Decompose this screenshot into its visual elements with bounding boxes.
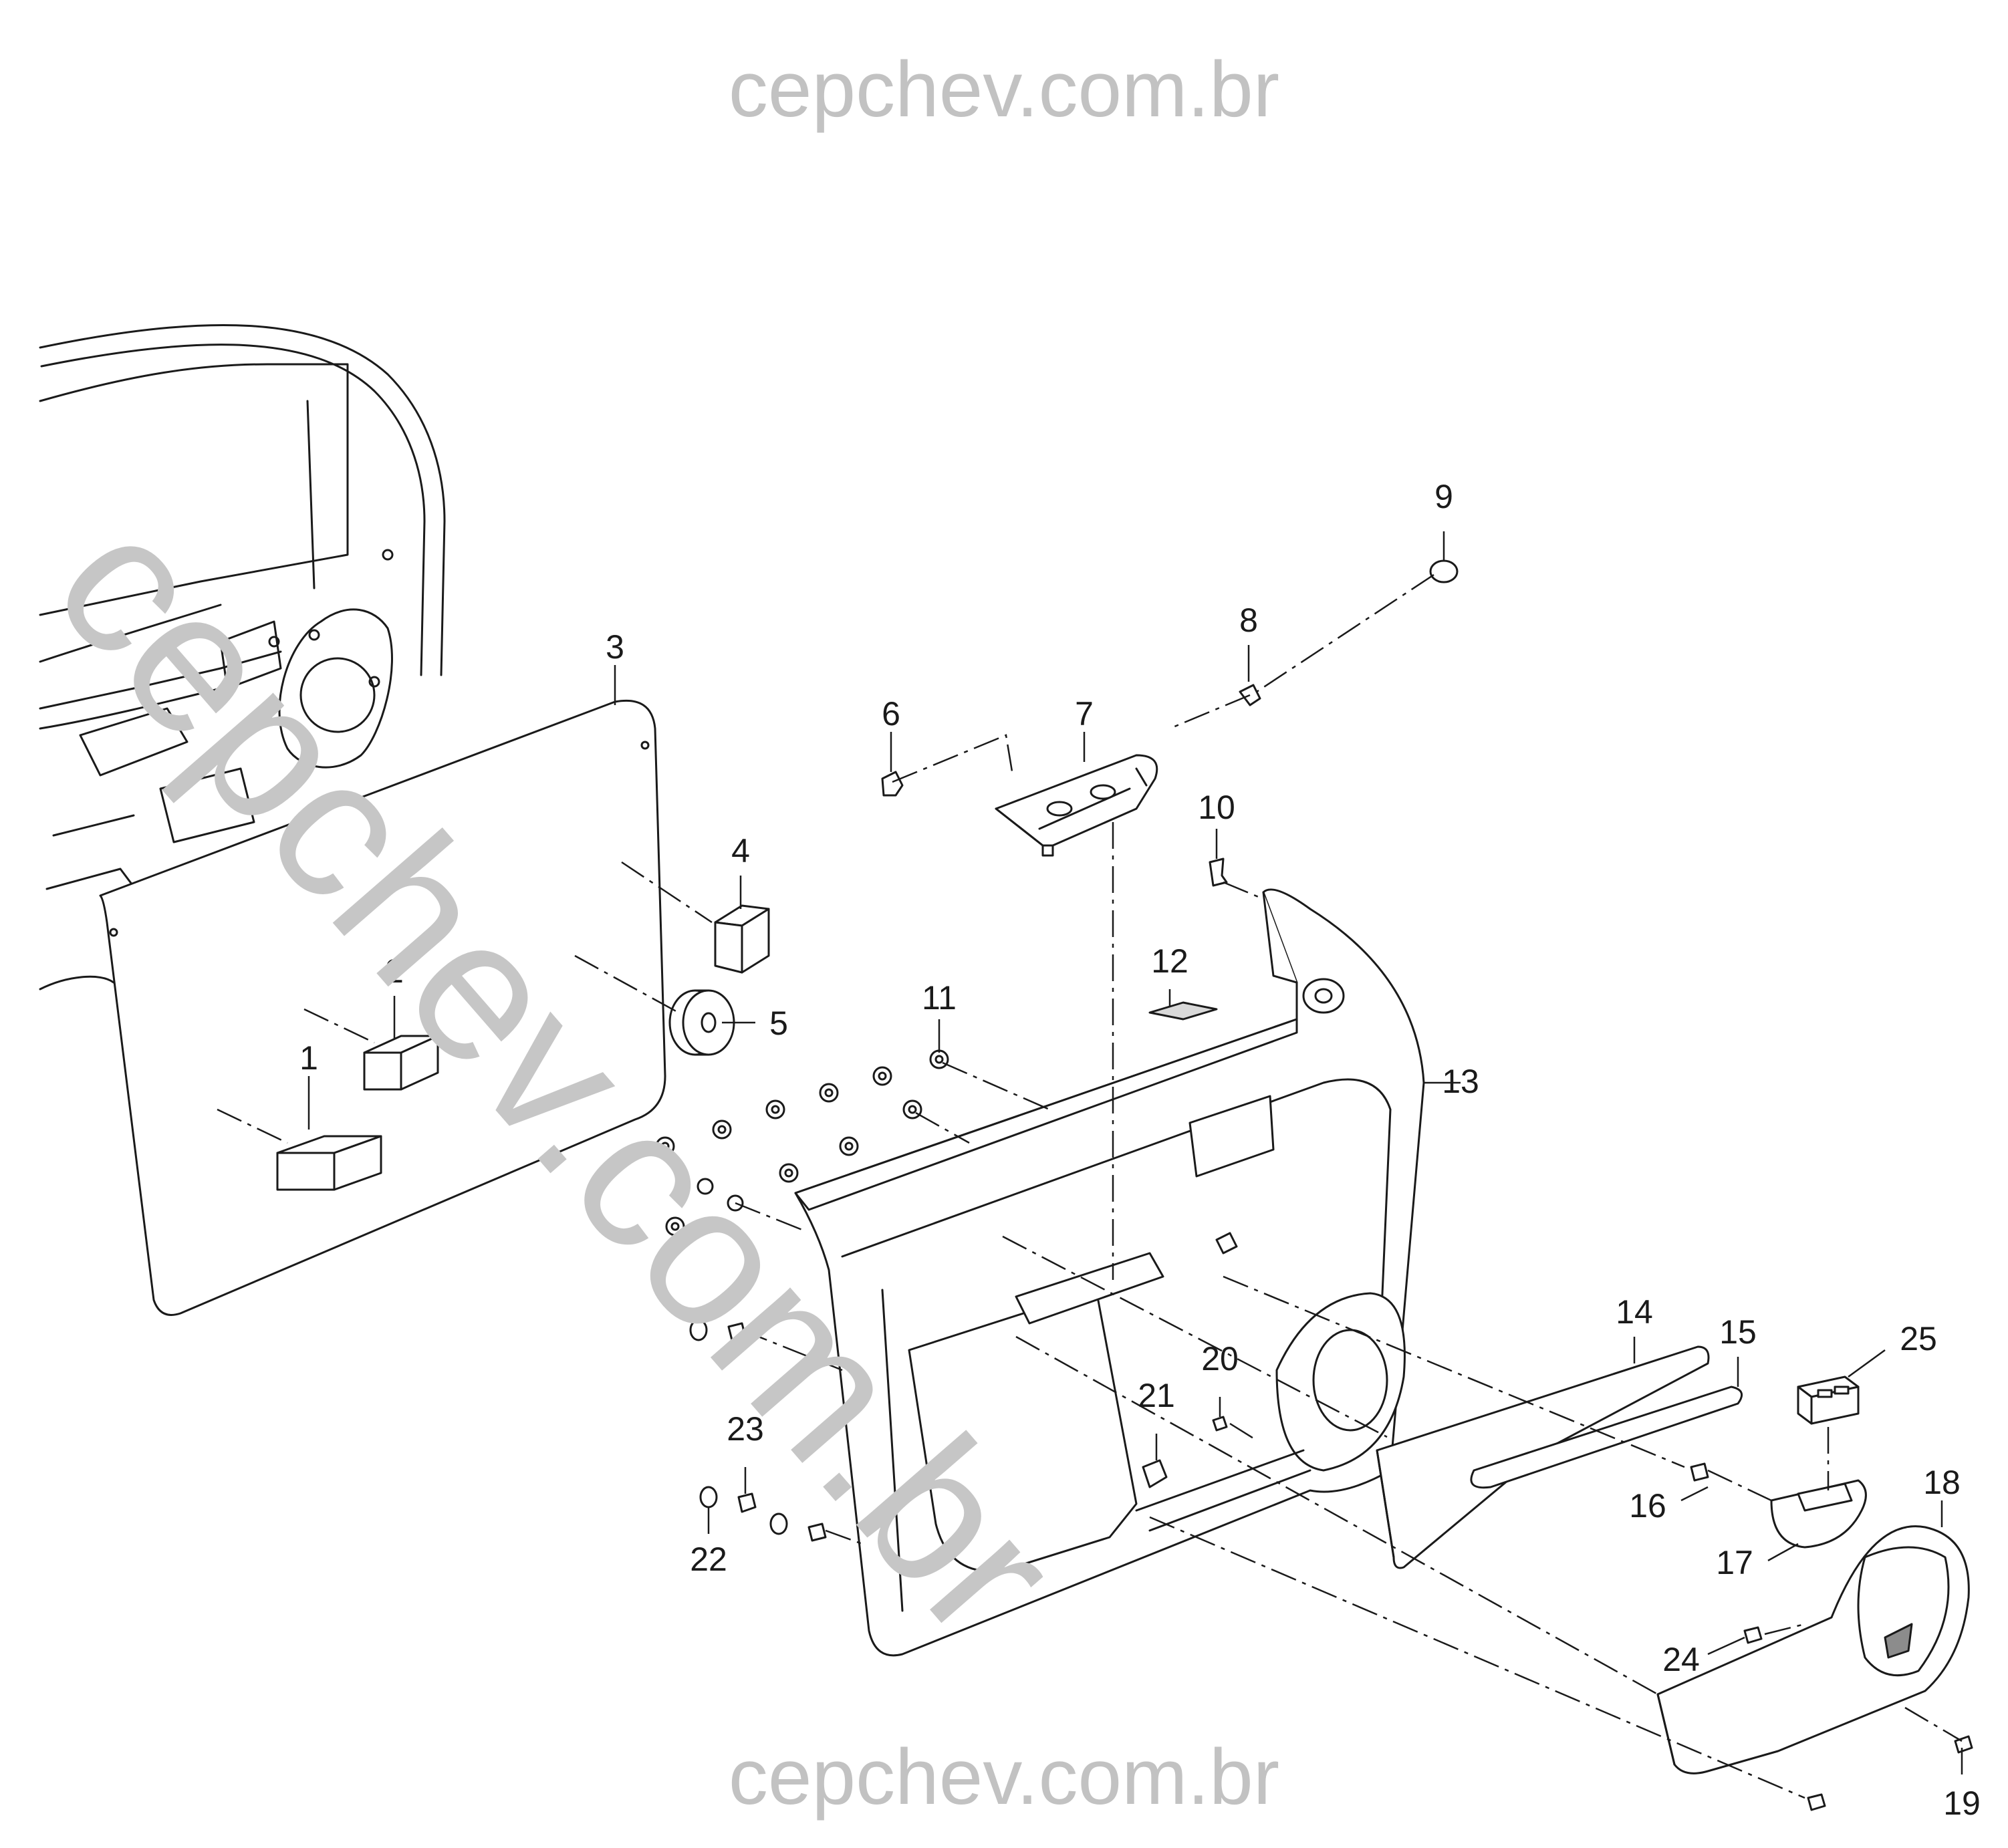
watermark-top: cepchev.com.br bbox=[728, 45, 1280, 134]
window-switch-25 bbox=[1797, 1375, 1860, 1425]
leader-lines bbox=[307, 531, 1963, 1774]
callout-labels: 1 2 3 4 5 6 7 8 9 10 11 12 13 14 15 16 1… bbox=[299, 478, 1981, 1822]
nut-23 bbox=[737, 1492, 757, 1513]
push-pin-10 bbox=[1209, 857, 1228, 887]
foam-pad-2 bbox=[363, 1035, 439, 1091]
callout-10: 10 bbox=[1198, 789, 1235, 826]
water-deflector-sheet bbox=[99, 699, 666, 1316]
pull-strip-15 bbox=[1470, 1385, 1743, 1489]
foam-pad-1 bbox=[276, 1135, 382, 1191]
clip-6 bbox=[881, 771, 904, 797]
callout-16: 16 bbox=[1629, 1487, 1666, 1525]
callout-1: 1 bbox=[299, 1039, 318, 1077]
callout-19: 19 bbox=[1943, 1785, 1981, 1822]
callout-2: 2 bbox=[385, 952, 404, 990]
callout-5: 5 bbox=[769, 1005, 788, 1042]
callout-3: 3 bbox=[606, 628, 624, 666]
callout-6: 6 bbox=[882, 695, 900, 733]
washer-22 bbox=[699, 1486, 718, 1508]
callout-25: 25 bbox=[1900, 1320, 1937, 1357]
callout-4: 4 bbox=[731, 832, 750, 870]
callout-15: 15 bbox=[1719, 1313, 1757, 1351]
callout-22: 22 bbox=[690, 1541, 727, 1578]
screw-16 bbox=[1690, 1462, 1709, 1482]
round-pad-5 bbox=[668, 989, 735, 1056]
watermark-bottom: cepchev.com.br bbox=[728, 1733, 1280, 1821]
callout-18: 18 bbox=[1923, 1464, 1961, 1501]
callout-11: 11 bbox=[922, 979, 957, 1017]
alignment-lines bbox=[217, 573, 1963, 1799]
callout-8: 8 bbox=[1239, 602, 1258, 639]
cap-9 bbox=[1429, 559, 1459, 583]
callout-17: 17 bbox=[1716, 1544, 1753, 1581]
callout-13: 13 bbox=[1442, 1063, 1479, 1100]
callout-14: 14 bbox=[1616, 1293, 1653, 1331]
door-trim-panel-13 bbox=[794, 888, 1425, 1657]
callout-20: 20 bbox=[1201, 1340, 1239, 1377]
switch-bezel-17 bbox=[1770, 1479, 1867, 1549]
speaker-cover-18 bbox=[1656, 1525, 1970, 1774]
callout-7: 7 bbox=[1075, 695, 1094, 733]
callout-21: 21 bbox=[1138, 1377, 1175, 1414]
retainer-21 bbox=[1142, 1459, 1168, 1488]
label-12 bbox=[1148, 1001, 1218, 1021]
callout-23: 23 bbox=[727, 1410, 764, 1448]
door-frame bbox=[39, 323, 446, 991]
callout-12: 12 bbox=[1151, 942, 1188, 980]
screw-20 bbox=[1212, 1416, 1228, 1432]
foam-block-4 bbox=[714, 904, 770, 974]
screw-24 bbox=[1743, 1626, 1763, 1644]
callout-9: 9 bbox=[1434, 478, 1453, 515]
callout-24: 24 bbox=[1662, 1641, 1700, 1678]
door-handle-7 bbox=[995, 754, 1158, 857]
